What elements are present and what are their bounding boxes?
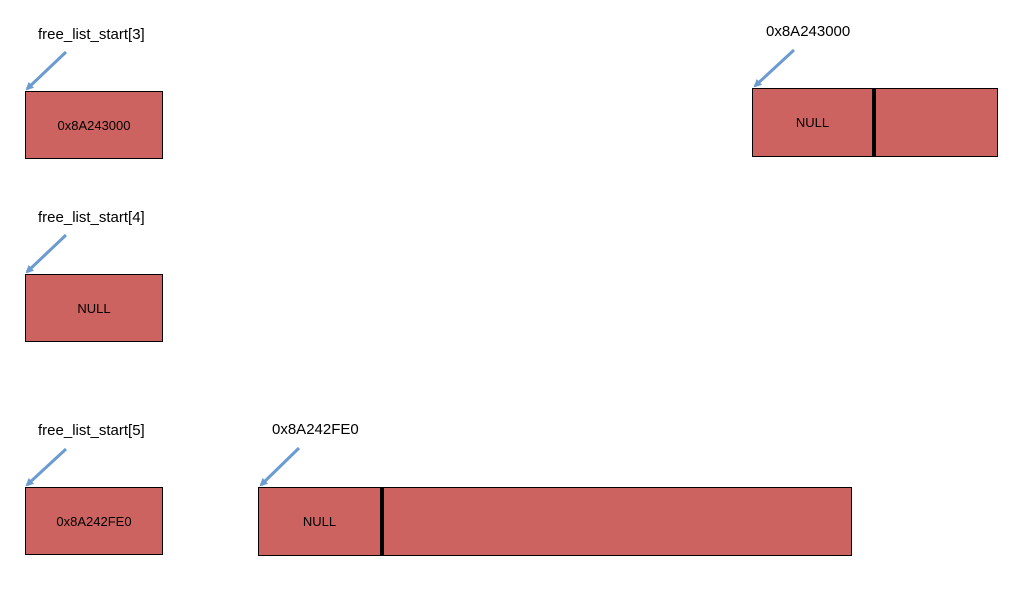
free-list-4-value: NULL [77,300,111,316]
free-list-4-cell: NULL [25,274,163,342]
free-list-4-label: free_list_start[4] [38,209,145,226]
block-8A243000-next-value: NULL [795,115,830,130]
arrow-free-list-5 [25,447,68,487]
free-list-5-value: 0x8A242FE0 [56,513,132,529]
arrow-block-8A242FE0 [259,446,301,487]
free-list-5-label: free_list_start[5] [38,422,145,439]
block-8A243000-address: 0x8A243000 [766,23,851,40]
block-8A242FE0: NULL [258,487,852,556]
block-8A243000-payload [876,89,997,156]
arrow-block-8A243000 [753,48,796,88]
free-list-3-value: 0x8A243000 [57,117,131,133]
block-8A243000: NULL [752,88,998,157]
block-8A242FE0-next-value: NULL [302,514,337,529]
block-8A243000-next-field: NULL [753,89,876,156]
free-list-3-label: free_list_start[3] [38,26,145,43]
block-8A242FE0-address: 0x8A242FE0 [272,421,359,438]
free-list-5-cell: 0x8A242FE0 [25,487,163,555]
block-8A242FE0-next-field: NULL [259,488,384,555]
free-list-3-cell: 0x8A243000 [25,91,163,159]
arrow-free-list-3 [25,50,68,91]
block-8A242FE0-payload [384,488,851,555]
arrow-free-list-4 [25,233,68,274]
